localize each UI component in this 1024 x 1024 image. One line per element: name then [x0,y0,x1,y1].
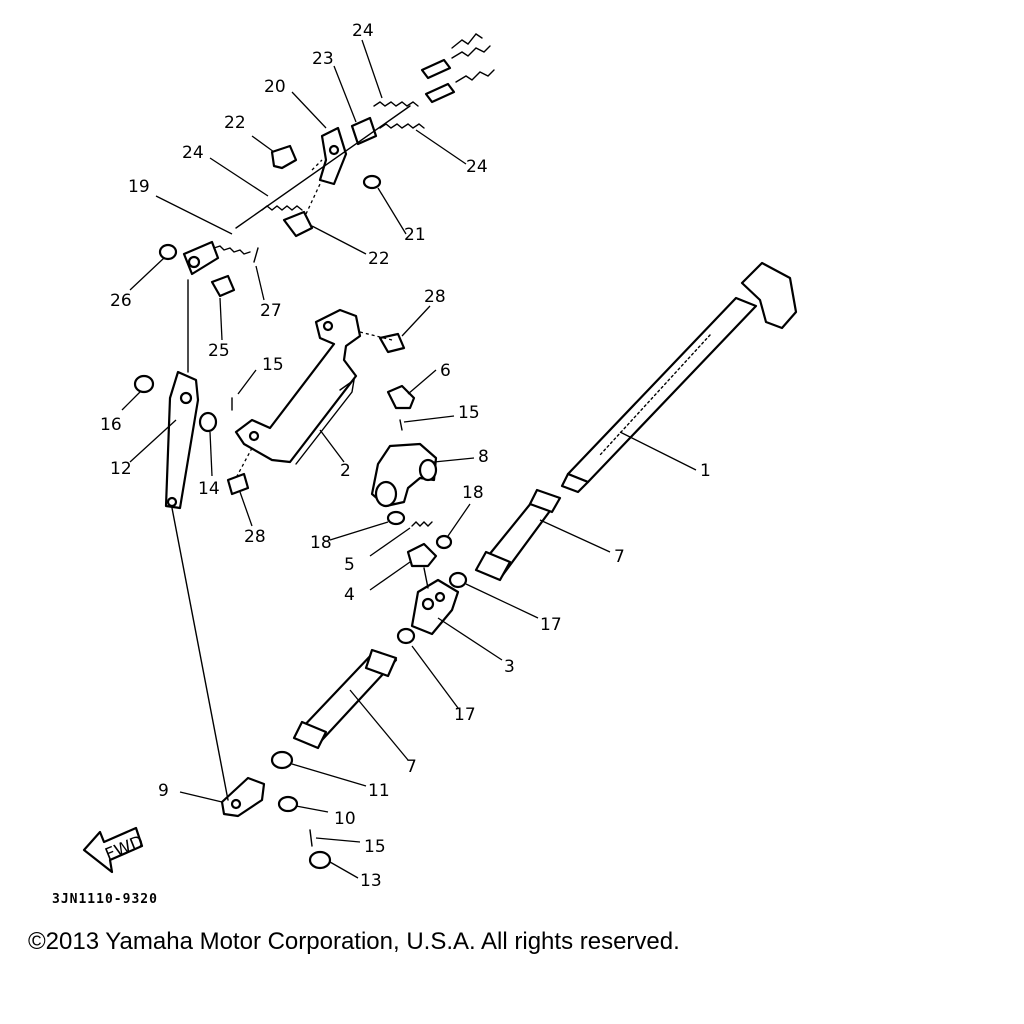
callout-15-lower: 15 [364,837,386,857]
part-17-washer-lower [396,627,416,645]
part-11-bushing [270,750,294,770]
part-21-bushing [362,174,382,190]
callout-10: 10 [334,809,356,829]
part-13-washer [308,850,332,870]
callout-16: 16 [100,415,122,435]
callout-6: 6 [440,361,451,381]
part-2-bracket [234,308,362,465]
callout-7-lower: 7 [406,757,417,777]
part-9-shift-arm [220,776,266,818]
drawing-code: 3JN1110-9320 [52,892,158,907]
copyright-notice: ©2013 Yamaha Motor Corporation, U.S.A. A… [28,928,680,955]
fwd-arrow-icon: FWD [82,826,147,874]
part-12-link [164,279,229,801]
part-3-bracket [410,578,460,636]
callout-28-lower: 28 [244,527,266,547]
part-22-clip-lower [282,210,314,238]
callout-4: 4 [344,585,355,605]
part-27-cotter [253,247,259,263]
callout-17-right: 17 [540,615,562,635]
part-19-rod-end [182,240,251,276]
callout-3: 3 [504,657,515,677]
part-28-bolt-upper [378,332,406,354]
callout-28-upper: 28 [424,287,446,307]
callout-15-right: 15 [458,403,480,423]
part-24-spring-mid [261,205,303,211]
callout-24-mid: 24 [182,143,204,163]
leader-lines [121,39,697,879]
part-17-washer-upper [448,571,468,589]
callout-24-top: 24 [352,21,374,41]
callout-2: 2 [340,461,351,481]
callout-5: 5 [344,555,355,575]
part-4-lever [406,542,438,589]
callout-18-right: 18 [462,483,484,503]
part-20-bracket [318,126,348,186]
callout-8: 8 [478,447,489,467]
part-24-springs-upper [373,101,425,129]
callout-11: 11 [368,781,390,801]
callouts: 1 2 3 4 5 6 7 7 8 9 10 11 12 13 14 15 15… [100,21,711,891]
part-14-collar [198,411,218,433]
part-1-handle-rod [560,261,798,494]
callout-27: 27 [260,301,282,321]
part-7-lower-shaft [292,648,398,750]
part-15-cotter-lower [309,829,313,847]
part-6-pin [386,384,416,410]
callout-14: 14 [198,479,220,499]
part-8-cover [370,442,438,508]
callout-23: 23 [312,49,334,69]
part-5-spring [411,521,433,527]
callout-7-upper: 7 [614,547,625,567]
callout-12: 12 [110,459,132,479]
cable-ends [420,33,495,104]
part-25-pin [210,274,236,298]
part-28-bolt-lower [226,472,250,496]
fwd-label: FWD [102,832,146,865]
callout-17-lower: 17 [454,705,476,725]
callout-26: 26 [110,291,132,311]
part-26-washer [158,243,178,261]
callout-13: 13 [360,871,382,891]
callout-1: 1 [700,461,711,481]
part-22-clip-upper [270,144,298,170]
callout-18-left: 18 [310,533,332,553]
callout-22-upper: 22 [224,113,246,133]
part-7-upper-shaft [474,488,562,582]
part-16-washer [133,374,155,394]
callout-15-left: 15 [262,355,284,375]
part-10-pin [277,795,299,813]
part-18-washer-right [435,534,453,550]
callout-22-lower: 22 [368,249,390,269]
part-23-joint [350,116,378,146]
callout-19: 19 [128,177,150,197]
callout-21: 21 [404,225,426,245]
callout-25: 25 [208,341,230,361]
callout-20: 20 [264,77,286,97]
part-15-cotter-right [399,419,403,431]
callout-24-right: 24 [466,157,488,177]
callout-9: 9 [158,781,169,801]
part-18-washer-left [386,510,406,526]
